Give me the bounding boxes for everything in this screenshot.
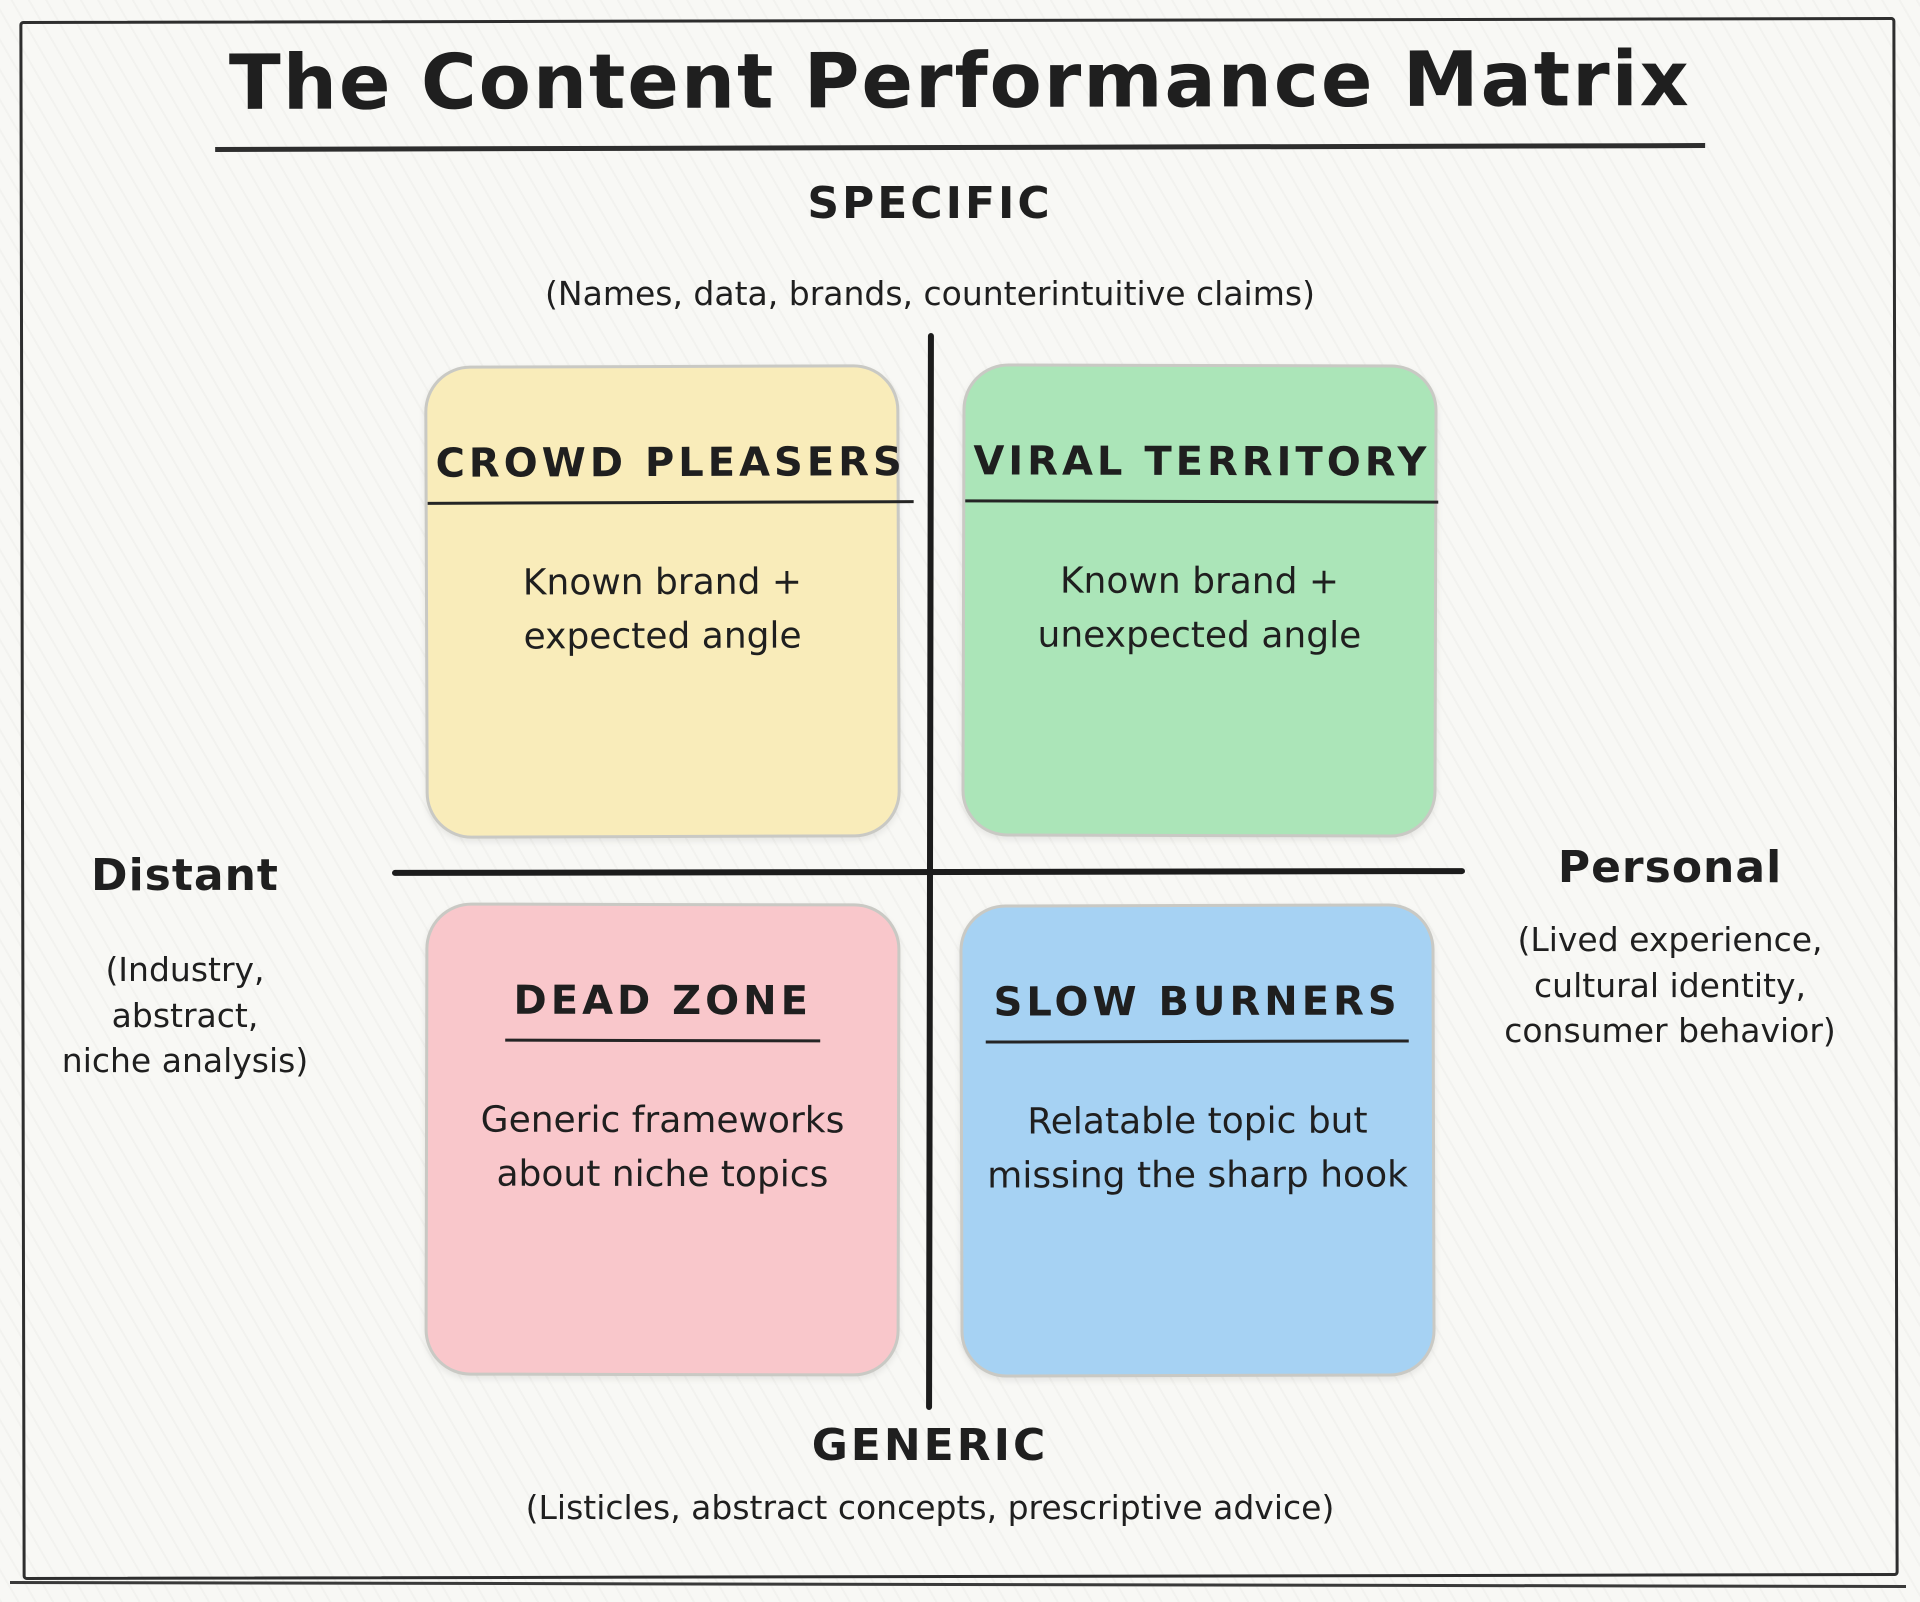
quadrant-dead-zone-body: Generic frameworks about niche topics xyxy=(480,1099,845,1196)
axis-top-label: SPECIFIC xyxy=(807,178,1053,229)
quadrant-viral-territory-body: Known brand + unexpected angle xyxy=(1037,560,1362,657)
quadrant-slow-burners: SLOW BURNERS Relatable topic but missing… xyxy=(959,903,1436,1378)
quadrant-slow-burners-title: SLOW BURNERS xyxy=(985,978,1409,1044)
axis-bottom-label: GENERIC xyxy=(811,1420,1049,1471)
quadrant-viral-territory-title: VIRAL TERRITORY xyxy=(965,438,1439,504)
axis-right-label: Personal xyxy=(1557,842,1783,893)
quadrant-dead-zone-title: DEAD ZONE xyxy=(505,977,821,1043)
axis-left: Distant (Industry, abstract, niche analy… xyxy=(30,850,340,1084)
title-container: The Content Performance Matrix xyxy=(0,34,1920,152)
quadrant-crowd-pleasers-body: Known brand + expected angle xyxy=(522,561,803,658)
axis-left-description: (Industry, abstract, niche analysis) xyxy=(61,950,309,1081)
quadrant-slow-burners-body: Relatable topic but missing the sharp ho… xyxy=(987,1100,1408,1197)
frame-bottom-sketch-line xyxy=(9,1581,1907,1588)
page-title: The Content Performance Matrix xyxy=(214,34,1706,152)
axis-right: Personal (Lived experience, cultural ide… xyxy=(1495,842,1845,1054)
axis-top-description: (Names, data, brands, counterintuitive c… xyxy=(545,274,1315,313)
axis-right-description: (Lived experience, cultural identity, co… xyxy=(1504,920,1836,1051)
axis-bottom: GENERIC (Listicles, abstract concepts, p… xyxy=(430,1420,1430,1531)
axis-top: SPECIFIC (Names, data, brands, counterin… xyxy=(430,178,1430,317)
quadrant-crowd-pleasers-title: CROWD PLEASERS xyxy=(427,439,914,505)
quadrant-crowd-pleasers: CROWD PLEASERS Known brand + expected an… xyxy=(424,364,914,839)
axis-left-label: Distant xyxy=(91,850,279,901)
quadrant-dead-zone: DEAD ZONE Generic frameworks about niche… xyxy=(424,902,901,1377)
axis-bottom-description: (Listicles, abstract concepts, prescript… xyxy=(525,1488,1335,1527)
quadrant-viral-territory: VIRAL TERRITORY Known brand + unexpected… xyxy=(961,363,1439,838)
horizontal-axis-line xyxy=(391,868,1466,876)
